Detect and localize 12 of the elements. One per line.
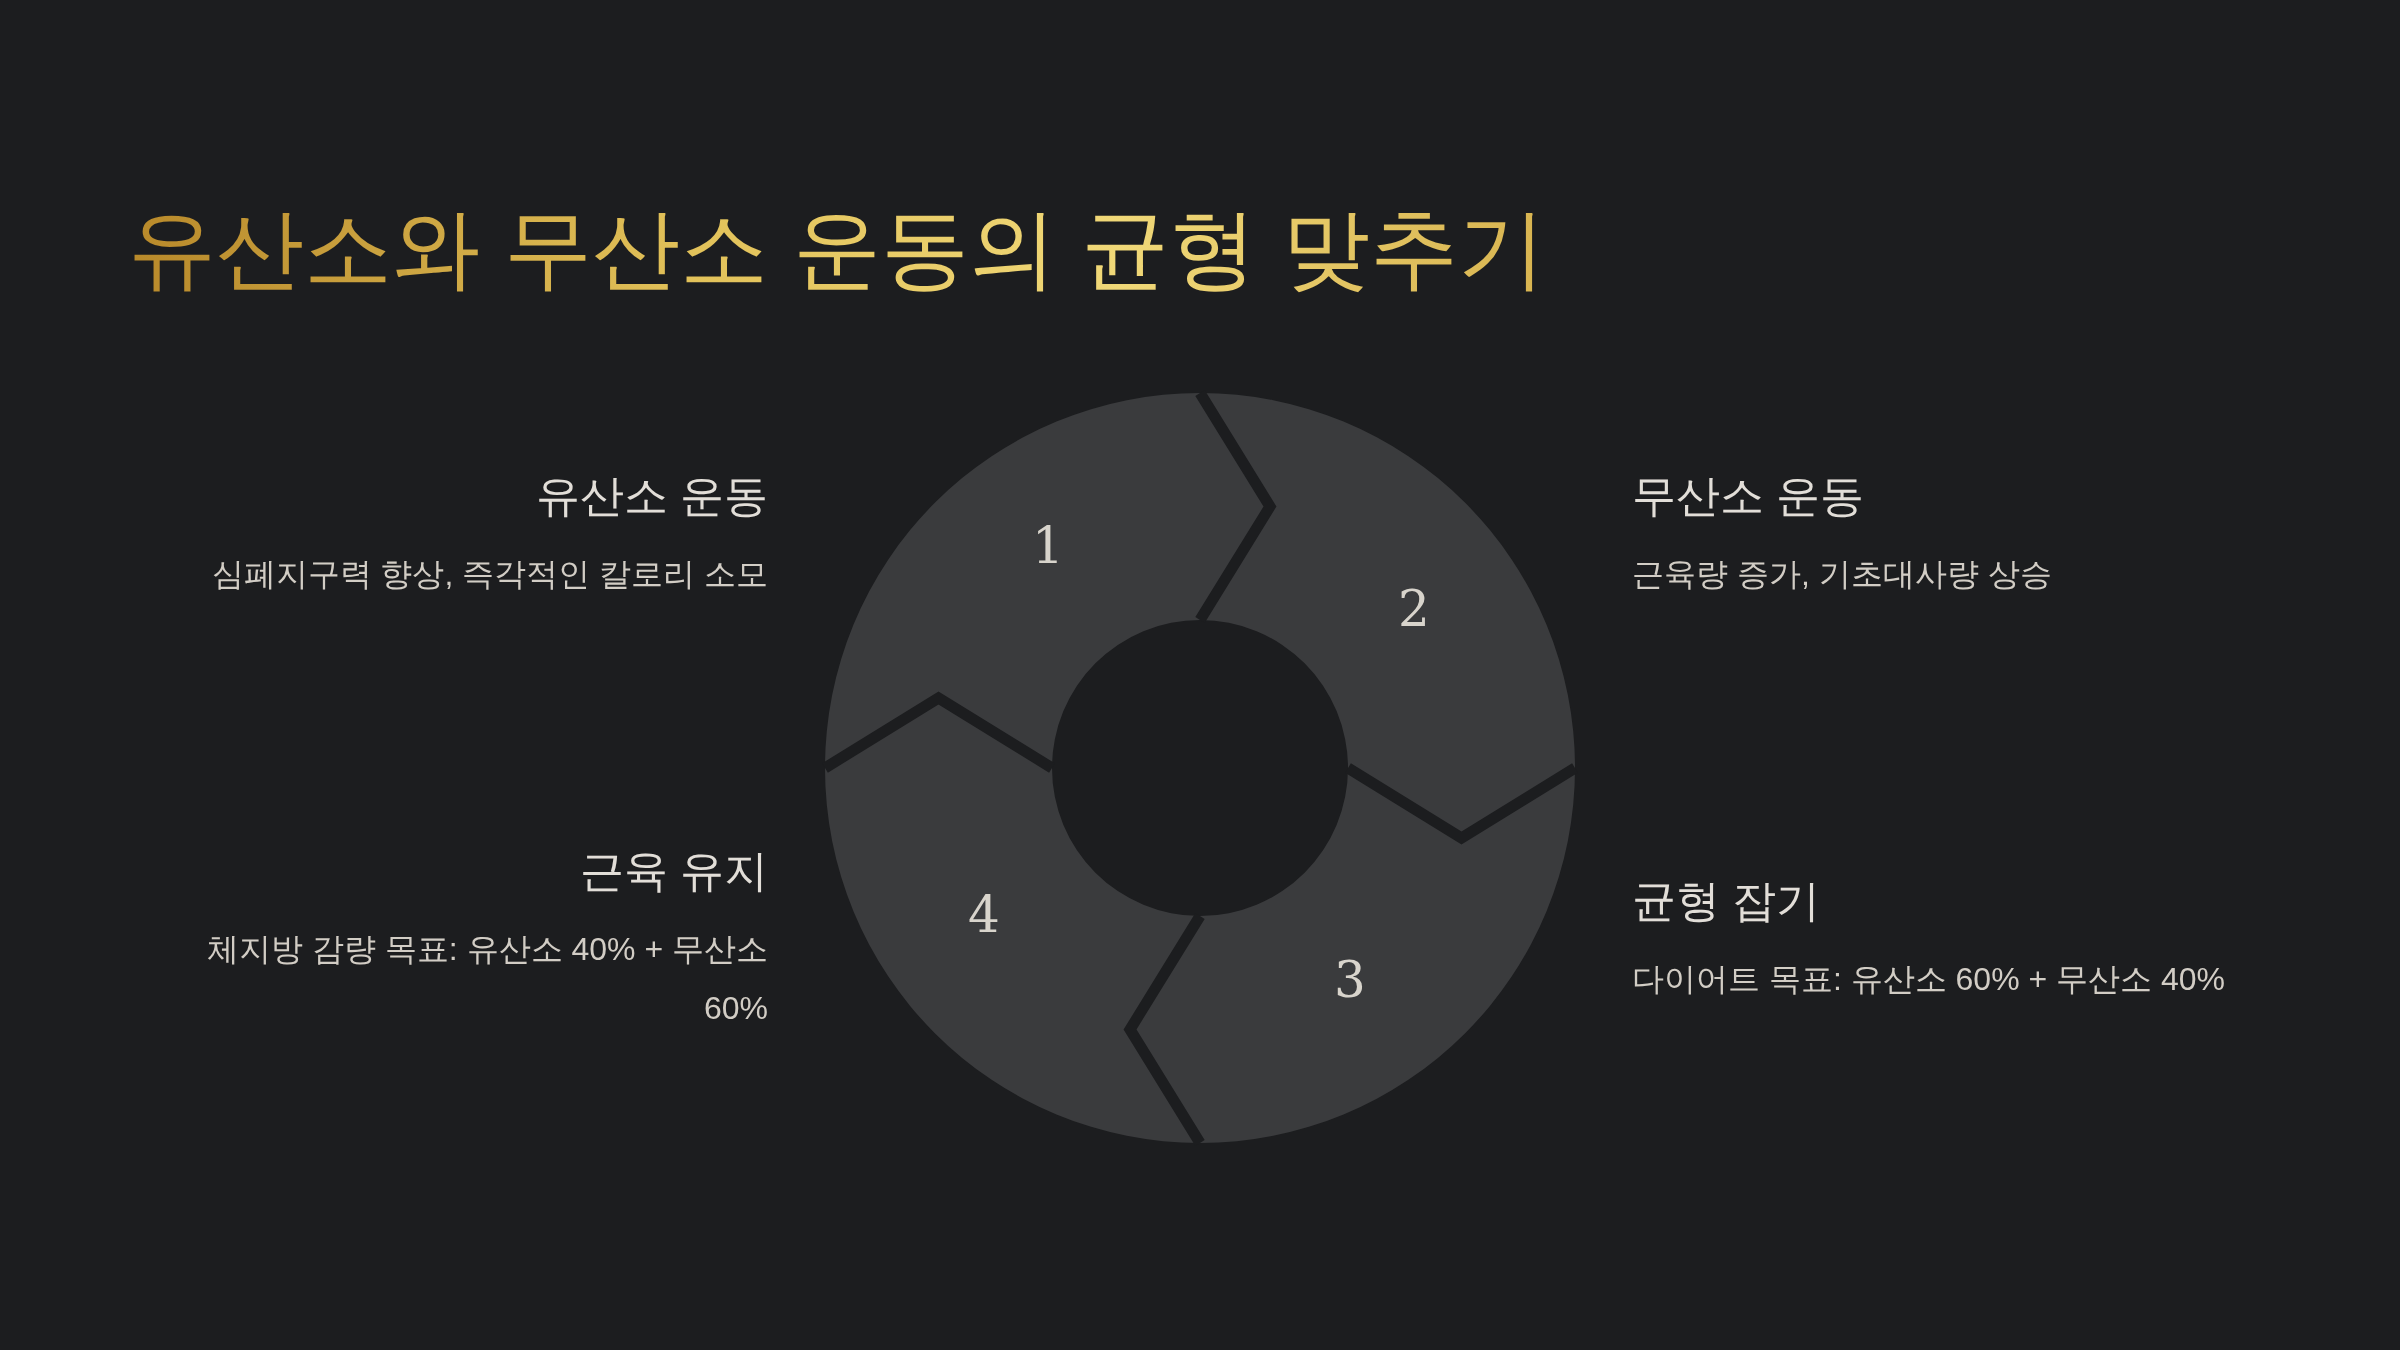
description: 체지방 감량 목표: 유산소 40% + 무산소 60% <box>206 929 768 1028</box>
description: 근육량 증가, 기초대사량 상승 <box>1632 554 2053 594</box>
heading: 유산소 운동 <box>534 470 768 522</box>
step-number: 4 <box>968 890 1000 940</box>
description: 다이어트 목표: 유산소 60% + 무산소 40% <box>1632 959 2226 999</box>
heading: 균형 잡기 <box>1632 875 1822 927</box>
description: 심폐지구력 향상, 즉각적인 칼로리 소모 <box>210 554 768 594</box>
step-number: 2 <box>1398 584 1430 634</box>
step-number: 1 <box>1032 521 1064 571</box>
heading: 근육 유지 <box>578 845 768 897</box>
heading: 무산소 운동 <box>1632 470 1866 522</box>
step-number: 3 <box>1334 955 1366 1005</box>
